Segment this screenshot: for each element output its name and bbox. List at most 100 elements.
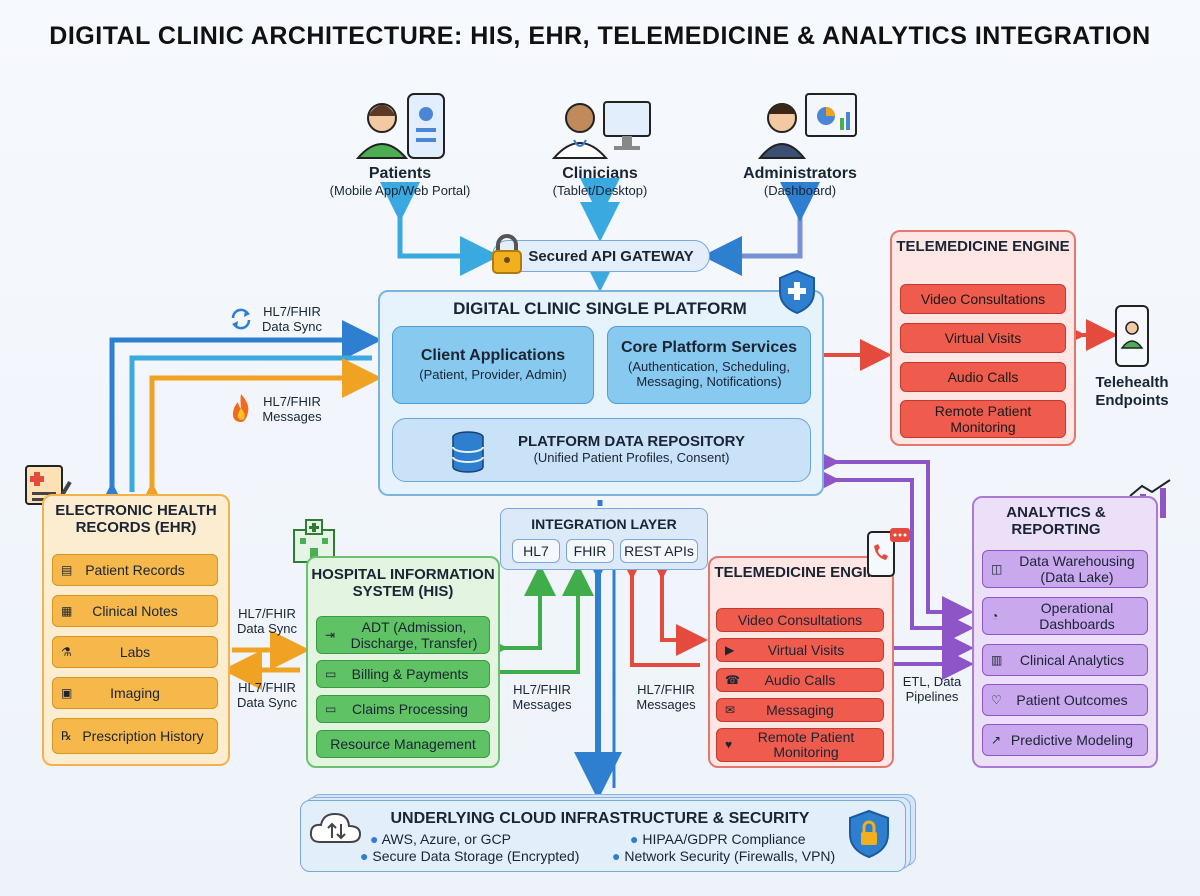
transfer-icon: ⇥ <box>325 628 336 642</box>
analytics-title: ANALYTICS & REPORTING <box>1006 504 1106 538</box>
trend-icon: ↗ <box>991 733 1002 747</box>
tele-mid-messaging[interactable]: ✉ Messaging <box>716 698 884 722</box>
clinicians-label: Clinicians <box>562 165 638 182</box>
monitor-person-icon: ♥ <box>725 737 733 752</box>
cloud-item-label: Secure Data Storage (Encrypted) <box>372 848 580 864</box>
core-services-title: Core Platform Services <box>620 339 798 356</box>
ehr-patient-records[interactable]: ▤Patient Records <box>52 554 218 586</box>
cloud-item-label: Network Security (Firewalls, VPN) <box>624 848 836 864</box>
phone-icon: ☎ <box>725 673 740 687</box>
document-icon: ▤ <box>61 563 73 577</box>
his-billing[interactable]: ▭ Billing & Payments <box>316 660 490 688</box>
tele-top-video[interactable]: Video Consultations <box>900 284 1066 314</box>
cloud-title: UNDERLYING CLOUD INFRASTRUCTURE & SECURI… <box>390 810 810 827</box>
patient-icon <box>355 93 445 159</box>
cloud-item-label: AWS, Azure, or GCP <box>381 831 511 847</box>
integration-rest[interactable]: REST APIs <box>620 539 698 563</box>
analytics-clinical[interactable]: ▥Clinical Analytics <box>982 644 1148 676</box>
claims-icon: ▭ <box>325 702 337 716</box>
platform-title: DIGITAL CLINIC SINGLE PLATFORM <box>453 299 747 318</box>
cloud-item-0: ● AWS, Azure, or GCP <box>370 832 580 847</box>
smartphone-icon <box>1115 305 1149 367</box>
cloud-item-label: HIPAA/GDPR Compliance <box>642 831 806 847</box>
administrators-label: Administrators <box>743 165 857 182</box>
hand-heart-icon: ♡ <box>991 693 1002 707</box>
tele-top-virtual[interactable]: Virtual Visits <box>900 323 1066 353</box>
analytics-patient-outcomes[interactable]: ♡ Patient Outcomes <box>982 684 1148 716</box>
user-patients: Patients (Mobile App/Web Portal) <box>310 88 490 198</box>
integration-hl7[interactable]: HL7 <box>512 539 560 563</box>
analytics-predictive[interactable]: ↗ Predictive Modeling <box>982 724 1148 756</box>
video-camera-icon: ▶ <box>725 643 735 657</box>
billing-icon: ▭ <box>325 667 337 681</box>
analytics-data-warehousing[interactable]: ◫Data Warehousing (Data Lake) <box>982 550 1148 588</box>
client-apps-sub: (Patient, Provider, Admin) <box>419 367 567 382</box>
cloud-icon <box>309 812 362 843</box>
core-services-sub: (Authentication, Scheduling, Messaging, … <box>628 359 790 389</box>
label-msg-his: HL7/FHIR Messages <box>512 682 572 712</box>
label-sync-mid: HL7/FHIR Data Sync <box>237 606 297 636</box>
analytics-item-label: Predictive Modeling <box>1010 732 1134 748</box>
ehr-prescription-history[interactable]: ℞Prescription History <box>52 718 218 754</box>
his-resource[interactable]: Resource Management <box>316 730 490 758</box>
flask-icon: ⚗ <box>61 645 72 659</box>
patients-sub: (Mobile App/Web Portal) <box>329 183 471 198</box>
label-etl: ETL, Data Pipelines <box>902 674 962 704</box>
gauge-icon: ◔ <box>991 609 999 623</box>
tele-top-rpm[interactable]: Remote Patient Monitoring <box>900 400 1066 438</box>
image-icon: ▣ <box>61 686 73 700</box>
analytics-item-label: Clinical Analytics <box>1019 652 1125 668</box>
padlock-icon <box>492 234 522 274</box>
integration-title: INTEGRATION LAYER <box>531 516 677 532</box>
ehr-labs[interactable]: ⚗Labs <box>52 636 218 668</box>
tele-mid-video[interactable]: Video Consultations <box>716 608 884 632</box>
client-applications[interactable]: Client Applications (Patient, Provider, … <box>392 326 594 404</box>
phone-chat-icon <box>867 528 910 577</box>
repo-sub: (Unified Patient Profiles, Consent) <box>533 450 730 465</box>
administrator-icon <box>757 93 857 159</box>
administrators-sub: (Dashboard) <box>763 183 837 198</box>
tele-item-label: Audio Calls <box>764 672 836 688</box>
sync-icon <box>231 308 251 330</box>
his-adt[interactable]: ⇥ ADT (Admission, Discharge, Transfer) <box>316 616 490 654</box>
label-sync-top: HL7/FHIR Data Sync <box>262 304 322 334</box>
cloud-item-2: ● Secure Data Storage (Encrypted) <box>360 849 600 864</box>
tele-item-label: Virtual Visits <box>767 642 845 658</box>
ehr-imaging[interactable]: ▣ Imaging <box>52 677 218 709</box>
tele-mid-audio[interactable]: ☎ Audio Calls <box>716 668 884 692</box>
ehr-item-label: Imaging <box>110 685 160 701</box>
his-claims[interactable]: ▭ Claims Processing <box>316 695 490 723</box>
user-clinicians: Clinicians (Tablet/Desktop) <box>510 88 690 198</box>
tele-mid-title: TELEMEDICINE ENGINE <box>714 564 888 581</box>
tele-top-audio[interactable]: Audio Calls <box>900 362 1066 392</box>
his-item-label: ADT (Admission, Discharge, Transfer) <box>350 619 478 651</box>
chat-icon: ✉ <box>725 703 736 717</box>
analytics-operational-dashboards[interactable]: ◔ Operational Dashboards <box>982 597 1148 635</box>
security-shield-icon <box>849 809 889 859</box>
ehr-clinical-notes[interactable]: ▦Clinical Notes <box>52 595 218 627</box>
client-apps-title: Client Applications <box>420 347 566 364</box>
analytics-item-label: Data Warehousing (Data Lake) <box>1019 553 1135 585</box>
tele-item-label: Messaging <box>766 702 834 718</box>
his-item-label: Claims Processing <box>352 701 468 717</box>
label-msg-tele: HL7/FHIR Messages <box>636 682 696 712</box>
notes-icon: ▦ <box>61 604 73 618</box>
his-item-label: Billing & Payments <box>351 666 469 682</box>
diagram-title: DIGITAL CLINIC ARCHITECTURE: HIS, EHR, T… <box>49 22 1151 50</box>
ehr-title: ELECTRONIC HEALTH RECORDS (EHR) <box>55 502 217 536</box>
tele-mid-virtual[interactable]: ▶ Virtual Visits <box>716 638 884 662</box>
prescription-icon: ℞ <box>61 729 72 743</box>
analytics-item-label: Patient Outcomes <box>1016 692 1128 708</box>
database-icon <box>452 431 484 473</box>
user-administrators: Administrators (Dashboard) <box>710 88 890 198</box>
bullet: ● <box>370 831 382 847</box>
integration-fhir[interactable]: FHIR <box>566 539 614 563</box>
api-gateway[interactable]: Secured API GATEWAY <box>492 240 710 272</box>
bullet: ● <box>360 848 373 864</box>
repo-title: PLATFORM DATA REPOSITORY <box>518 433 745 450</box>
clinician-icon <box>551 101 651 159</box>
his-title: HOSPITAL INFORMATION SYSTEM (HIS) <box>311 566 495 600</box>
tele-mid-rpm[interactable]: ♥Remote Patient Monitoring <box>716 728 884 762</box>
analytics-item-label: Operational Dashboards <box>1039 600 1115 632</box>
core-platform-services[interactable]: Core Platform Services (Authentication, … <box>607 326 811 404</box>
